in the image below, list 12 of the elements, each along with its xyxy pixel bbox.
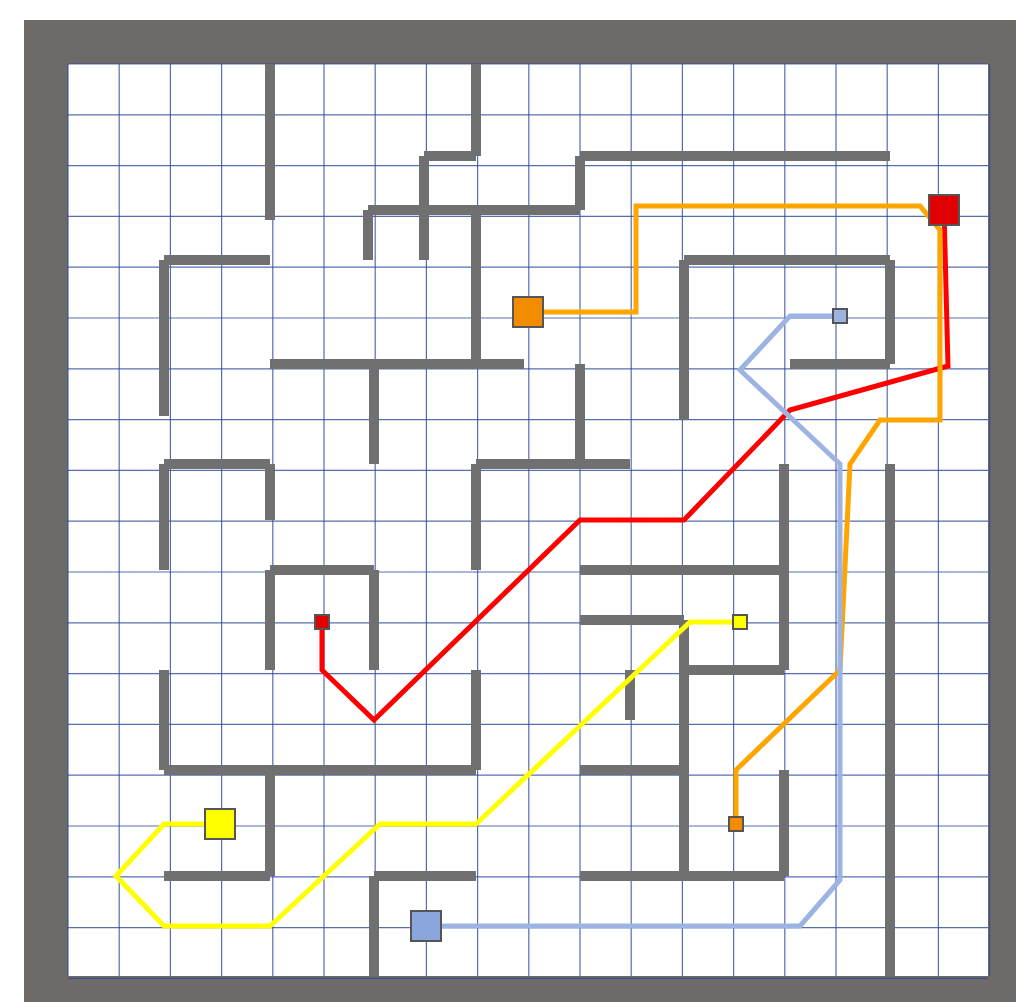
goal-square — [728, 816, 744, 832]
goal-square — [832, 308, 848, 324]
route-line — [112, 619, 732, 929]
start-square — [410, 910, 442, 942]
route-line — [319, 225, 951, 724]
goal-square — [732, 614, 748, 630]
route-line — [544, 203, 943, 816]
goal-square — [314, 614, 330, 630]
route-line — [442, 313, 843, 929]
start-square — [928, 194, 960, 226]
start-square — [204, 808, 236, 840]
start-square — [512, 296, 544, 328]
